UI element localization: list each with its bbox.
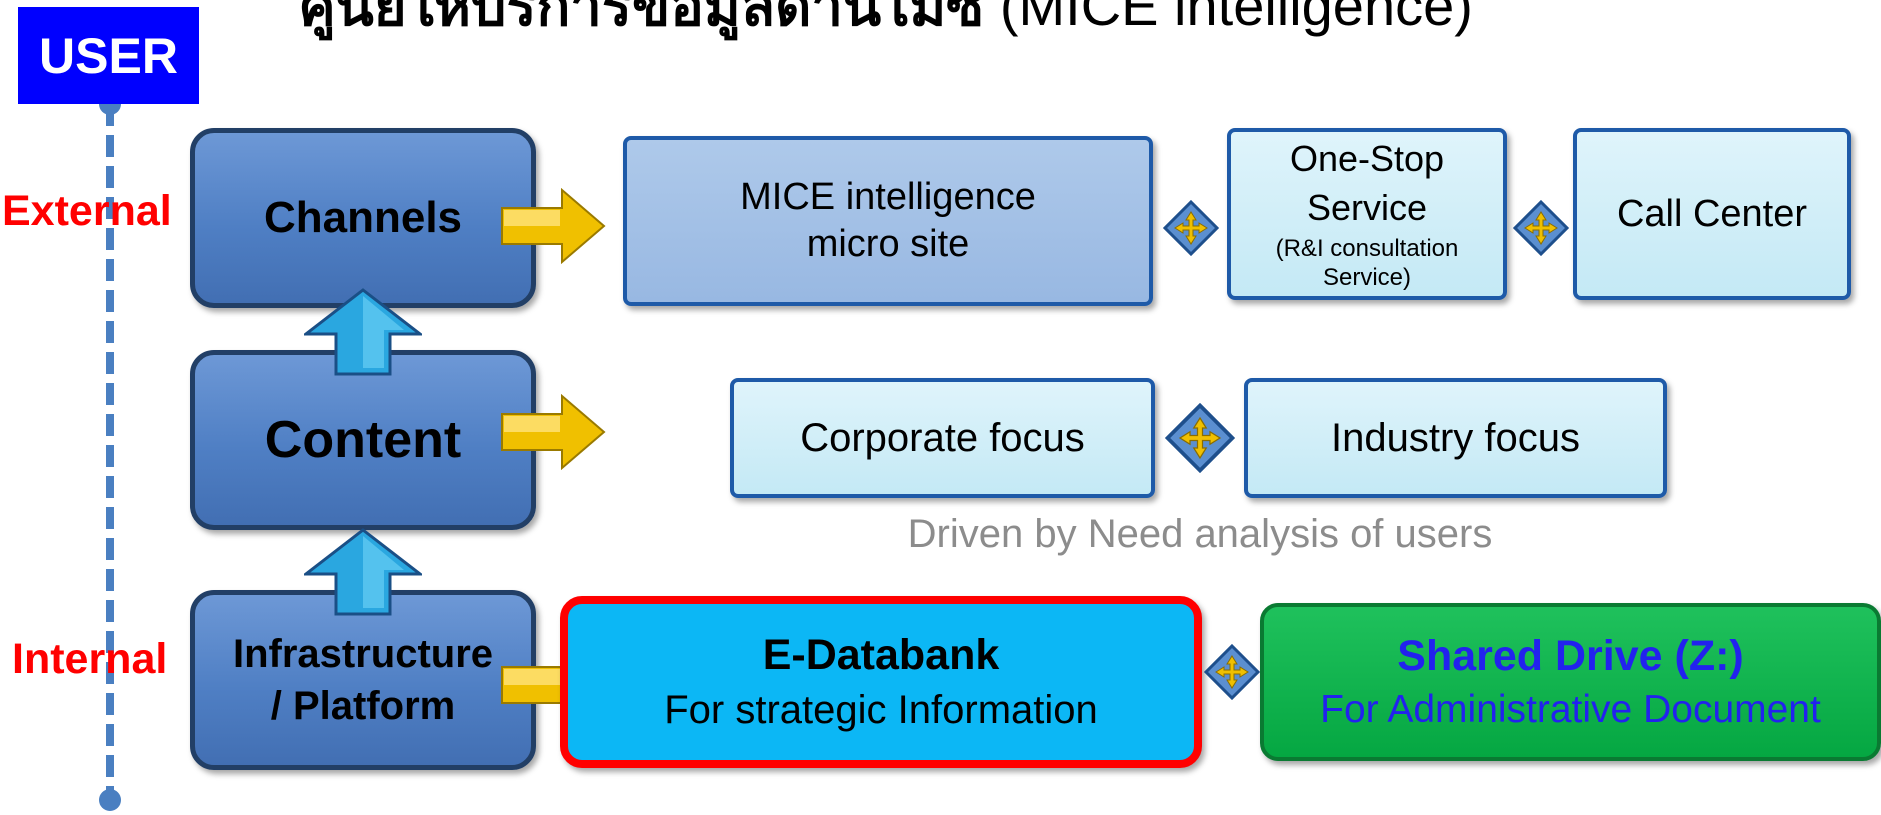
up-arrow-icon xyxy=(304,528,422,616)
corporate-focus-label: Corporate focus xyxy=(800,415,1085,460)
micro-site-line2: micro site xyxy=(806,223,970,265)
micro-site-box: MICE intelligence micro site xyxy=(623,136,1153,306)
user-box: USER xyxy=(18,7,199,104)
axis-bottom-dot xyxy=(99,789,121,811)
layer-content-label: Content xyxy=(264,411,462,469)
plus-connector-icon xyxy=(1513,200,1569,256)
layer-infrastructure: Infrastructure / Platform xyxy=(190,590,536,770)
title-english: (MICE intelligence) xyxy=(999,0,1473,37)
layer-channels-label: Channels xyxy=(263,193,463,242)
shared-drive-title: Shared Drive (Z:) xyxy=(1397,631,1744,680)
plus-connector-icon xyxy=(1165,403,1235,473)
e-databank-title: E-Databank xyxy=(762,631,1000,680)
shared-drive-box: Shared Drive (Z:) For Administrative Doc… xyxy=(1260,603,1881,761)
plus-connector-icon xyxy=(1204,644,1260,700)
layer-content: Content xyxy=(190,350,536,530)
layer-infrastructure-label-line2: / Platform xyxy=(270,684,456,728)
one-stop-line1: One-Stop xyxy=(1289,138,1445,180)
internal-label: Internal xyxy=(12,635,168,683)
right-arrow-icon xyxy=(501,188,606,264)
up-arrow-icon xyxy=(304,288,422,376)
call-center-box: Call Center xyxy=(1573,128,1851,300)
title-thai: ศูนย์ให้บริการข้อมูลด้านไมซ์ xyxy=(300,0,985,37)
micro-site-line1: MICE intelligence xyxy=(740,175,1036,218)
page-title: ศูนย์ให้บริการข้อมูลด้านไมซ์ (MICE intel… xyxy=(300,0,1780,46)
e-databank-sub: For strategic Information xyxy=(664,687,1098,732)
layer-infrastructure-label-line1: Infrastructure xyxy=(232,632,494,676)
driven-note: Driven by Need analysis of users xyxy=(907,512,1493,556)
one-stop-service-box: One-Stop Service (R&I consultation Servi… xyxy=(1227,128,1507,300)
call-center-label: Call Center xyxy=(1616,192,1808,235)
industry-focus-label: Industry focus xyxy=(1330,415,1580,460)
layer-channels: Channels xyxy=(190,128,536,308)
one-stop-sub2: Service) xyxy=(1322,263,1412,291)
right-arrow-icon xyxy=(501,394,606,470)
corporate-focus-box: Corporate focus xyxy=(730,378,1155,498)
plus-connector-icon xyxy=(1163,200,1219,256)
external-label: External xyxy=(2,187,172,235)
industry-focus-box: Industry focus xyxy=(1244,378,1667,498)
e-databank-box: E-Databank For strategic Information xyxy=(560,596,1202,768)
one-stop-sub1: (R&I consultation xyxy=(1275,234,1459,262)
shared-drive-sub: For Administrative Document xyxy=(1320,687,1821,731)
one-stop-line2: Service xyxy=(1306,187,1428,228)
